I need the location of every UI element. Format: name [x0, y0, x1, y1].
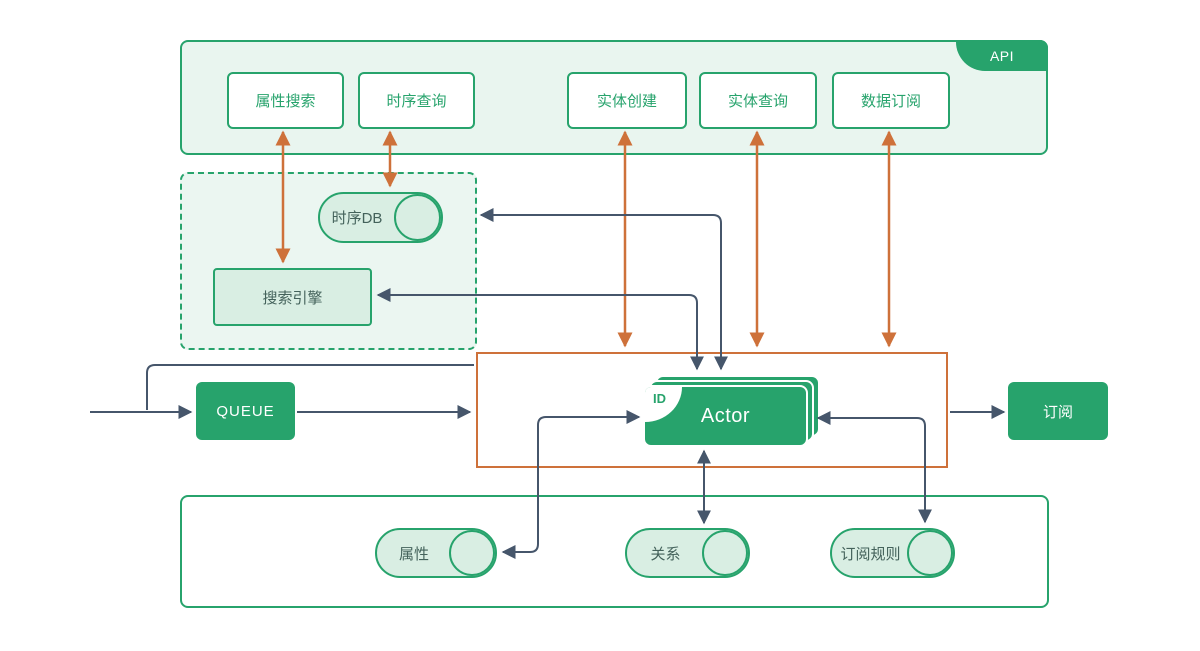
tsdb-cylinder: 时序DB [318, 192, 443, 243]
api-box-entity-create: 实体创建 [567, 72, 687, 129]
api-badge: API [956, 40, 1048, 71]
subscribe-box: 订阅 [1008, 382, 1108, 440]
api-box-data-subscribe: 数据订阅 [832, 72, 950, 129]
cylinder-attributes-label: 属性 [398, 545, 429, 563]
cylinder-relations: 关系 [625, 528, 750, 578]
api-box-attribute-search: 属性搜索 [227, 72, 344, 129]
queue-box: QUEUE [196, 382, 295, 440]
cylinder-attributes: 属性 [375, 528, 497, 578]
cylinder-relations-cap [702, 530, 748, 576]
cylinder-subscription-rules-label: 订阅规则 [840, 545, 901, 563]
cylinder-subscription-rules: 订阅规则 [830, 528, 955, 578]
actor-card-stack: ID Actor [643, 375, 820, 447]
tsdb-cylinder-cap [394, 194, 441, 241]
api-panel: API 属性搜索 时序查询 实体创建 实体查询 数据订阅 [180, 40, 1048, 155]
actor-id-badge: ID [645, 387, 682, 422]
connector-actor-tsdb [479, 208, 728, 371]
actor-card-front: ID Actor [643, 385, 808, 447]
search-engine-box: 搜索引擎 [213, 268, 372, 326]
cylinder-subscription-rules-cap [907, 530, 953, 576]
cylinder-attributes-cap [449, 530, 495, 576]
cylinder-relations-label: 关系 [650, 545, 681, 563]
actor-label: Actor [700, 404, 751, 427]
tsdb-label: 时序DB [331, 210, 383, 227]
api-box-entity-query: 实体查询 [699, 72, 817, 129]
api-box-timeseries-query: 时序查询 [358, 72, 475, 129]
